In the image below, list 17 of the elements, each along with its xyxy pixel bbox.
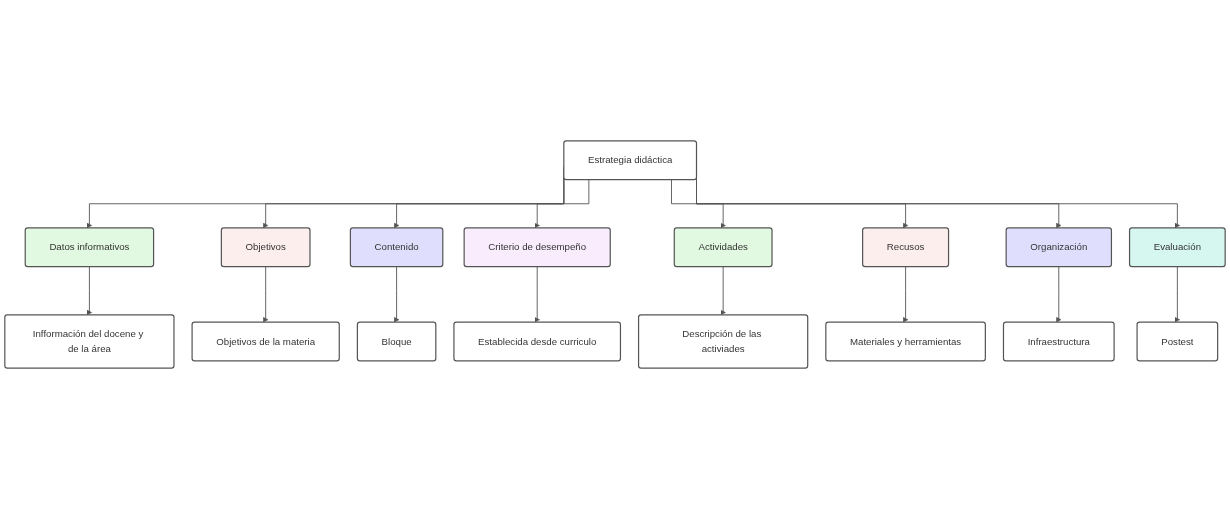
node-box: Evaluación: [1128, 227, 1226, 268]
node-box: Descripción de las activiades: [637, 314, 809, 369]
node-box: Recusos: [862, 227, 950, 268]
node-box: Infformación del docene y de la área: [4, 314, 175, 369]
node-box: Materiales y herramientas: [825, 321, 986, 362]
node-box: Establecida desde curriculo: [453, 321, 622, 362]
node-box: Bloque: [356, 321, 437, 362]
node-box: Postest: [1136, 321, 1219, 362]
node-box: Contenido: [349, 227, 444, 268]
node-box: Estrategia didáctica: [563, 140, 698, 181]
node-box: Objetivos: [220, 227, 311, 268]
node-box: Criterio de desempeño: [463, 227, 611, 268]
node-box: Objetivos de la materia: [191, 321, 340, 362]
node-box: Organización: [1005, 227, 1113, 268]
node-box: Infraestructura: [1002, 321, 1115, 362]
node-box: Datos informativos: [24, 227, 155, 268]
node-box: Actividades: [673, 227, 773, 268]
